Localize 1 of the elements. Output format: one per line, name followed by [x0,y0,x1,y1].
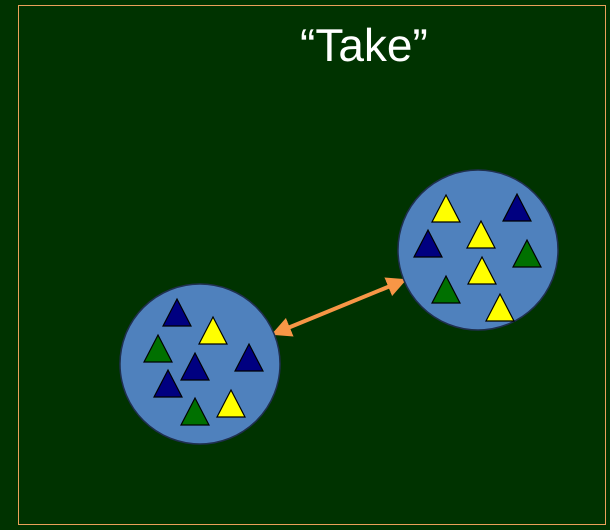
slide-title: “Take” [300,18,428,72]
